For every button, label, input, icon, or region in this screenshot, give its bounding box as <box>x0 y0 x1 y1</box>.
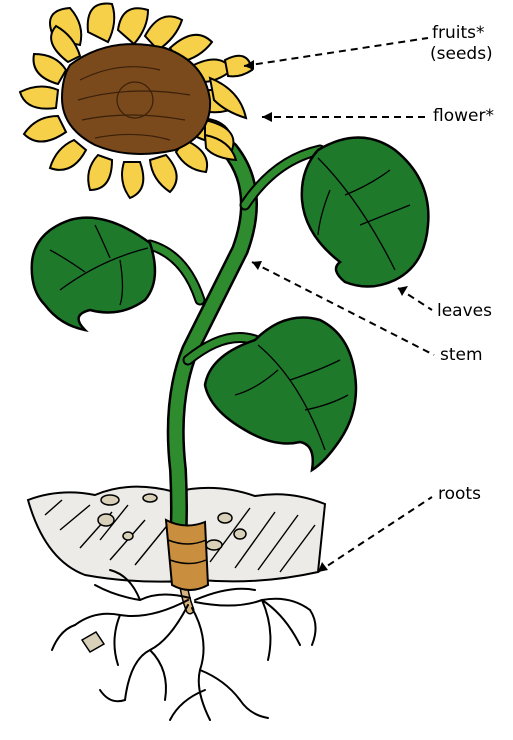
label-fruits: fruits* <box>432 23 485 43</box>
leaf-upper-right <box>302 138 429 287</box>
label-roots: roots <box>438 484 481 504</box>
leader-line-fruits <box>244 38 428 66</box>
label-seeds: (seeds) <box>430 44 493 64</box>
leaf-left <box>32 218 155 330</box>
label-stem: stem <box>440 345 483 365</box>
flower-center <box>62 44 210 154</box>
label-flower: flower* <box>433 106 494 126</box>
leader-line-roots <box>318 497 432 572</box>
leader-lines <box>244 38 434 572</box>
label-leaves: leaves <box>437 301 492 321</box>
sunflower-head <box>20 4 252 198</box>
